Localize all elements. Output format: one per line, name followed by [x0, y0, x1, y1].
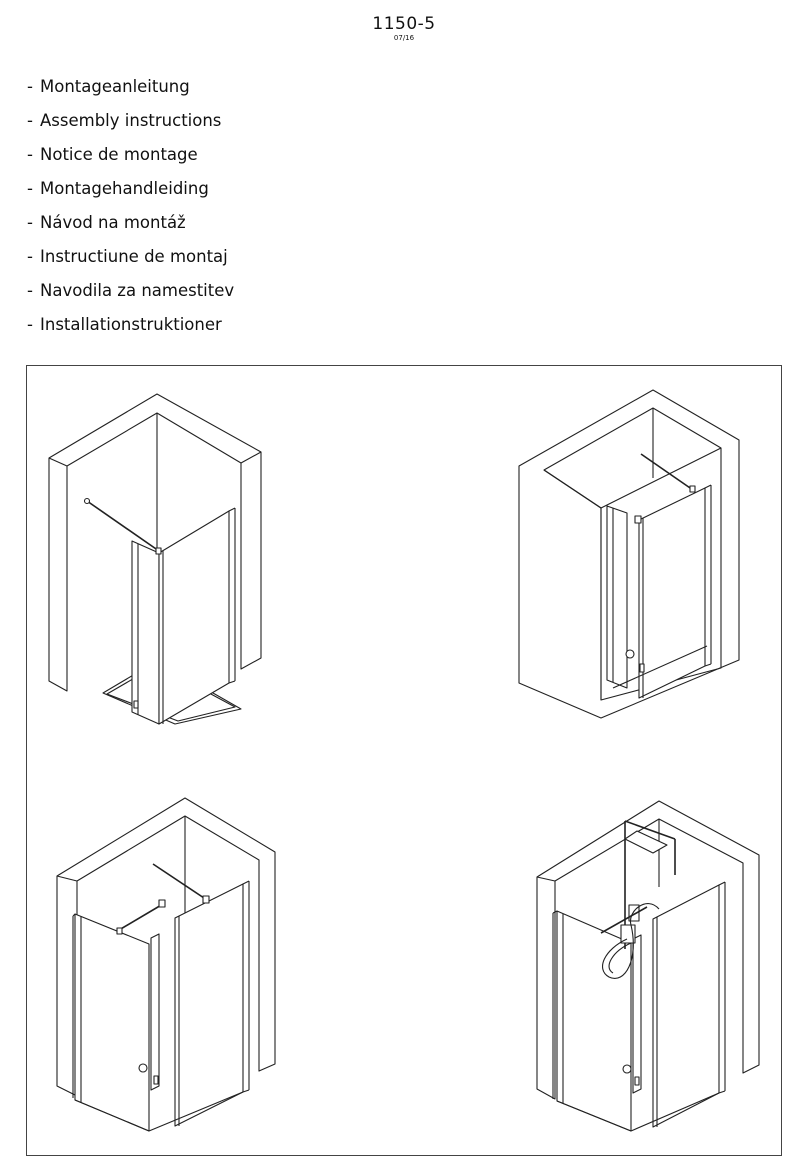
shower-enclosure-icon — [45, 391, 285, 726]
language-item-sv: -Installationstruktioner — [27, 315, 222, 334]
shower-enclosure-icon — [517, 388, 762, 723]
language-item-nl: -Montagehandleiding — [27, 179, 209, 198]
language-item-en: -Assembly instructions — [27, 111, 222, 130]
document-header: 1150-5 07/16 — [0, 14, 808, 43]
language-list: -Montageanleitung -Assembly instructions… — [27, 70, 234, 342]
language-item-sk: -Návod na montáž — [27, 213, 186, 232]
language-item-ro: -Instructiune de montaj — [27, 247, 228, 266]
shower-enclosure-icon — [535, 799, 770, 1139]
language-item-de: -Montageanleitung — [27, 77, 190, 96]
shower-enclosure-icon — [55, 796, 280, 1136]
document-number: 1150-5 — [372, 14, 436, 34]
document-date: 07/16 — [393, 34, 415, 42]
language-item-fr: -Notice de montage — [27, 145, 198, 164]
language-item-sl: -Navodila za namestitev — [27, 281, 235, 300]
illustration-frame — [26, 365, 782, 1156]
